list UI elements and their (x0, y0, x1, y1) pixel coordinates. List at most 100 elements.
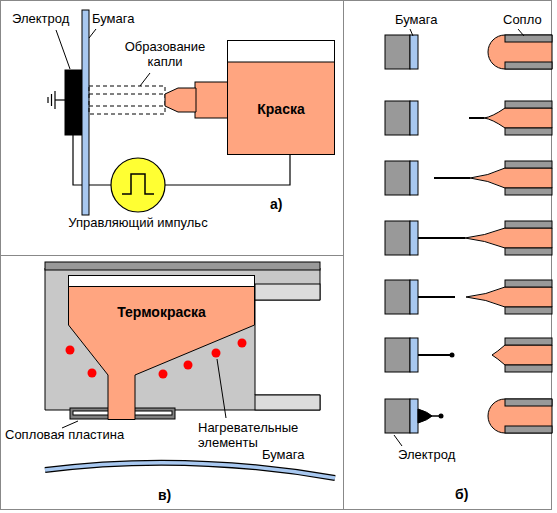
nozzle-wall (505, 35, 552, 433)
nozzle-wall (505, 128, 552, 135)
print-head-housing (255, 395, 320, 410)
leader-line (394, 435, 402, 446)
paper-block (385, 101, 410, 135)
ink-drop (484, 108, 552, 128)
ink-jet (439, 414, 444, 419)
panel-letter: а) (270, 196, 282, 212)
panel-frame (343, 0, 344, 510)
paper-block (385, 221, 410, 255)
heating-element (66, 346, 75, 355)
drop-zone (89, 106, 165, 107)
paper-block (385, 35, 418, 433)
ink-jet (418, 415, 440, 417)
paper-block (410, 35, 418, 69)
paper-block (410, 161, 418, 195)
leader-line (62, 421, 78, 428)
paper-block (385, 399, 410, 433)
ink-jet (418, 118, 484, 423)
ink-reservoir-shape (68, 275, 255, 420)
nozzle-wall (505, 101, 552, 108)
panel-frame (0, 255, 343, 256)
ink-jet (434, 177, 470, 179)
ink-drop (465, 35, 552, 433)
part-label: Образование капли (110, 40, 220, 70)
node-label: Краска (257, 101, 304, 117)
pulse-generator (122, 174, 154, 194)
ink-tank: Краска (227, 40, 335, 155)
ground-symbol (54, 91, 55, 109)
ink-jet (418, 237, 465, 239)
ink-tank-shape (227, 40, 335, 155)
paper-block (410, 399, 418, 433)
print-head-housing (45, 262, 320, 270)
paper-block (410, 280, 418, 314)
leader-line (394, 29, 524, 446)
leader-line (56, 30, 70, 69)
leader-line (518, 29, 524, 36)
paper-block (410, 221, 418, 255)
signal-label: Управляющий импульс (68, 216, 207, 231)
nozzle-wall (505, 62, 552, 69)
part-label: Нагревательные элементы (198, 421, 318, 451)
leader-line (140, 73, 150, 86)
part-label: Сопловая пластина (5, 428, 124, 443)
ground-symbol (48, 91, 65, 109)
paper-sheet (82, 10, 89, 215)
paper-block (410, 338, 418, 372)
nozzle-wall (505, 188, 552, 195)
panel-letter: б) (455, 486, 468, 502)
leader-line (56, 29, 150, 86)
part-label: Сопло (503, 13, 542, 28)
nozzle-wall (505, 365, 552, 372)
nozzle-wall (505, 248, 552, 255)
drop-zone (89, 86, 165, 114)
electrode (65, 70, 82, 135)
paper-block (385, 35, 410, 69)
paper-sheet (45, 463, 335, 478)
ink-nozzle (165, 82, 228, 118)
drop-zone (89, 94, 165, 95)
heating-element (212, 349, 221, 358)
nozzle-wall (505, 338, 552, 345)
part-label: Электрод (12, 12, 69, 27)
leader-line (410, 29, 413, 36)
ink-drop (488, 399, 552, 433)
panel-letter: в) (158, 487, 171, 503)
heating-element (238, 339, 247, 348)
control-wire (165, 155, 290, 185)
nozzle-wall (505, 280, 552, 287)
paper-sheet (82, 10, 89, 215)
paper-sheet (45, 463, 335, 478)
ink-fill (69, 276, 255, 420)
part-label: Бумага (92, 12, 134, 27)
ink-drop (466, 287, 552, 307)
drop-zone (89, 86, 165, 114)
pulse-generator (111, 158, 165, 212)
heating-element (88, 369, 97, 378)
ink-jet (418, 354, 450, 356)
ink-fill (228, 62, 335, 155)
paper-block (385, 161, 410, 195)
ink-jet (418, 296, 455, 298)
paper-block (385, 280, 410, 314)
ink-reservoir: Термокраска (68, 275, 255, 420)
part-label: Бумага (395, 13, 437, 28)
nozzle-wall (505, 35, 552, 42)
paper-block (410, 101, 418, 135)
node-label: Термокраска (117, 304, 206, 320)
pulse-generator (111, 158, 165, 212)
heating-element (184, 361, 193, 370)
leader-line (217, 359, 226, 418)
ink-drop (492, 345, 552, 365)
nozzle-wall (505, 426, 552, 433)
ground-symbol (51, 94, 52, 106)
nozzle-wall (505, 307, 552, 314)
ink-drop (488, 35, 552, 69)
air-gap (69, 276, 255, 287)
heating-element (159, 370, 168, 379)
electrode (65, 70, 82, 135)
ground-symbol (55, 99, 65, 100)
part-label: Электрод (398, 448, 455, 463)
